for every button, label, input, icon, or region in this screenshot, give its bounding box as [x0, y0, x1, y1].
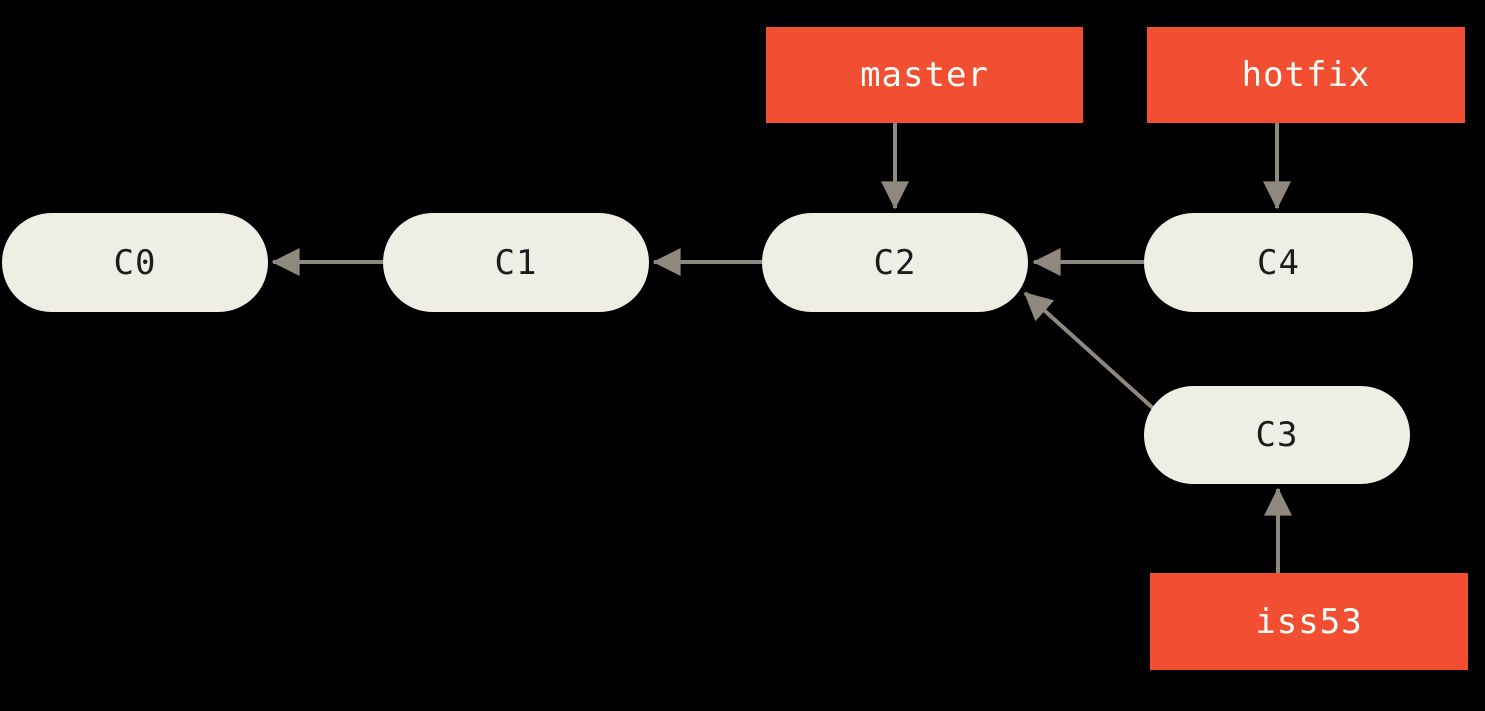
branch-label-iss53-text: iss53: [1255, 601, 1363, 642]
commit-label-c0: C0: [113, 242, 157, 283]
commit-label-c1: C1: [494, 242, 538, 283]
branch-label-master: master: [766, 27, 1083, 123]
branch-label-iss53: iss53: [1150, 573, 1468, 670]
branch-label-master-text: master: [860, 55, 989, 95]
commit-label-c3: C3: [1255, 415, 1299, 455]
edge-c3-to-c2: [1023, 291, 1157, 412]
commit-label-c4: C4: [1257, 242, 1300, 283]
commit-node-c2: C2: [762, 213, 1028, 312]
commit-node-c4: C4: [1144, 213, 1413, 312]
commit-node-c3: C3: [1144, 386, 1410, 484]
branch-label-hotfix-text: hotfix: [1241, 55, 1371, 95]
branch-label-hotfix: hotfix: [1147, 27, 1465, 123]
commit-node-c1: C1: [383, 213, 649, 312]
commit-label-c2: C2: [873, 242, 917, 283]
commit-node-c0: C0: [2, 213, 268, 312]
